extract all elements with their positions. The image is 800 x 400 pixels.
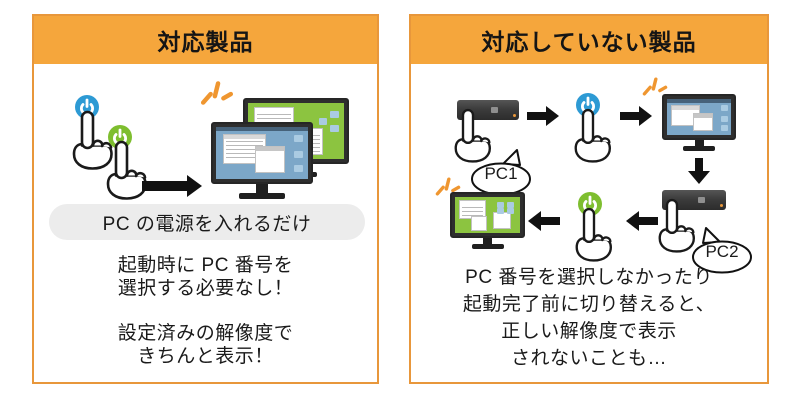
screen-text-lines xyxy=(226,141,263,162)
arrow-shaft xyxy=(539,217,560,225)
note-paragraph: 起動時に PC 番号を 選択する必要なし！ xyxy=(34,254,377,300)
right-panel-title: 対応していない製品 xyxy=(481,29,697,55)
left-notes: 起動時に PC 番号を 選択する必要なし！ 設定済みの解像度で きちんと表示！ xyxy=(34,254,377,390)
arrow-shaft xyxy=(527,112,548,120)
right-panel-header: 対応していない製品 xyxy=(411,16,767,64)
desktop-icon xyxy=(330,110,340,118)
arrow-left-icon xyxy=(626,211,658,231)
screen-menubar xyxy=(667,99,731,103)
hand-tap-icon xyxy=(574,108,611,163)
speech-bubble-shape xyxy=(692,227,752,274)
speech-bubble-pc1: PC1 xyxy=(470,148,532,196)
window-titlebar xyxy=(672,106,699,111)
hand-tap-icon xyxy=(575,207,612,262)
pill-text: PC の電源を入れるだけ xyxy=(102,213,312,235)
screen-window xyxy=(492,212,511,230)
caption-pill: PC の電源を入れるだけ xyxy=(49,204,365,240)
screen-window xyxy=(470,215,488,231)
note-paragraph: 設定済みの解像度で きちんと表示！ xyxy=(34,322,377,368)
screen-dialog xyxy=(254,145,285,173)
arrow-right-icon xyxy=(142,175,202,197)
note-line: 起動時に PC 番号を xyxy=(117,255,294,276)
desktop-icon xyxy=(318,117,327,125)
arrow-down-icon xyxy=(688,158,710,184)
incompatible-products-panel: 対応していない製品 PC1 xyxy=(409,14,769,384)
right-notes: PC 番号を選択しなかったり 起動完了前に切り替えると、 正しい解像度で表示 さ… xyxy=(411,264,767,372)
device-led xyxy=(720,204,723,207)
desktop-icon xyxy=(497,202,505,209)
desktop-icon xyxy=(330,125,340,133)
left-panel-header: 対応製品 xyxy=(34,16,377,64)
note-line: されないことも… xyxy=(510,348,667,369)
arrow-shaft xyxy=(142,181,189,191)
note-line: PC 番号を選択しなかったり xyxy=(465,267,713,288)
arrow-right-icon xyxy=(527,106,559,126)
device-button xyxy=(491,107,498,113)
screen-text-lines xyxy=(461,206,484,216)
desktop-icon xyxy=(497,207,505,214)
desktop-icon xyxy=(720,115,728,122)
compatible-products-panel: 対応製品 xyxy=(32,14,379,384)
bubble-label: PC2 xyxy=(705,242,739,261)
arrow-right-icon xyxy=(620,106,652,126)
bubble-label: PC1 xyxy=(484,164,518,183)
monitor-stand xyxy=(256,184,268,193)
monitor-stand xyxy=(483,238,492,244)
arrow-shaft xyxy=(637,217,658,225)
monitor-screen-blue xyxy=(216,127,308,179)
screen-window xyxy=(671,105,700,126)
arrow-head xyxy=(626,211,639,231)
arrow-shaft xyxy=(620,112,641,120)
monitor-screen-blue xyxy=(667,99,731,135)
note-line: 正しい解像度で表示 xyxy=(501,321,677,342)
desktop-icon xyxy=(506,207,514,214)
window-titlebar xyxy=(255,146,284,151)
window-titlebar xyxy=(693,114,713,119)
note-line: 設定済みの解像度で xyxy=(117,323,294,344)
right-panel-stage: PC1 xyxy=(411,64,767,382)
desktop-icon xyxy=(720,105,728,112)
desktop-icon xyxy=(720,124,728,131)
arrow-shaft xyxy=(695,158,703,172)
monitor-blue-icon xyxy=(662,94,736,151)
monitor-bezel xyxy=(450,192,525,238)
monitor-blue-icon xyxy=(211,122,313,199)
monitor-stand xyxy=(694,140,704,146)
arrow-left-icon xyxy=(528,211,560,231)
arrow-head xyxy=(187,175,202,197)
monitor-base xyxy=(683,146,715,151)
note-line: 選択する必要なし！ xyxy=(117,278,294,299)
monitor-base xyxy=(471,244,504,249)
desktop-icon xyxy=(294,135,304,143)
device-button xyxy=(698,197,705,203)
arrow-head xyxy=(688,171,710,184)
desktop-icon xyxy=(506,202,514,209)
screen-menubar xyxy=(216,127,308,131)
monitor-bezel xyxy=(662,94,736,140)
screen-dialog xyxy=(692,113,714,132)
desktop-icon xyxy=(294,150,304,158)
note-line: きちんと表示！ xyxy=(137,346,274,367)
left-panel-title: 対応製品 xyxy=(157,29,254,55)
speech-bubble-pc2: PC2 xyxy=(691,226,753,274)
monitor-bezel xyxy=(211,122,313,184)
window-titlebar xyxy=(224,135,265,140)
monitor-base xyxy=(239,193,285,199)
sparkle-icon xyxy=(200,80,234,106)
arrow-head xyxy=(639,106,652,126)
note-line: 起動完了前に切り替えると、 xyxy=(462,294,716,315)
monitor-screen-green xyxy=(455,197,520,233)
desktop-icon xyxy=(294,165,304,173)
left-panel-stage: PC の電源を入れるだけ 起動時に PC 番号を 選択する必要なし！ 設定済みの… xyxy=(34,64,377,382)
device-led xyxy=(513,114,516,117)
arrow-head xyxy=(528,211,541,231)
monitor-green-icon xyxy=(450,192,525,249)
arrow-head xyxy=(546,106,559,126)
